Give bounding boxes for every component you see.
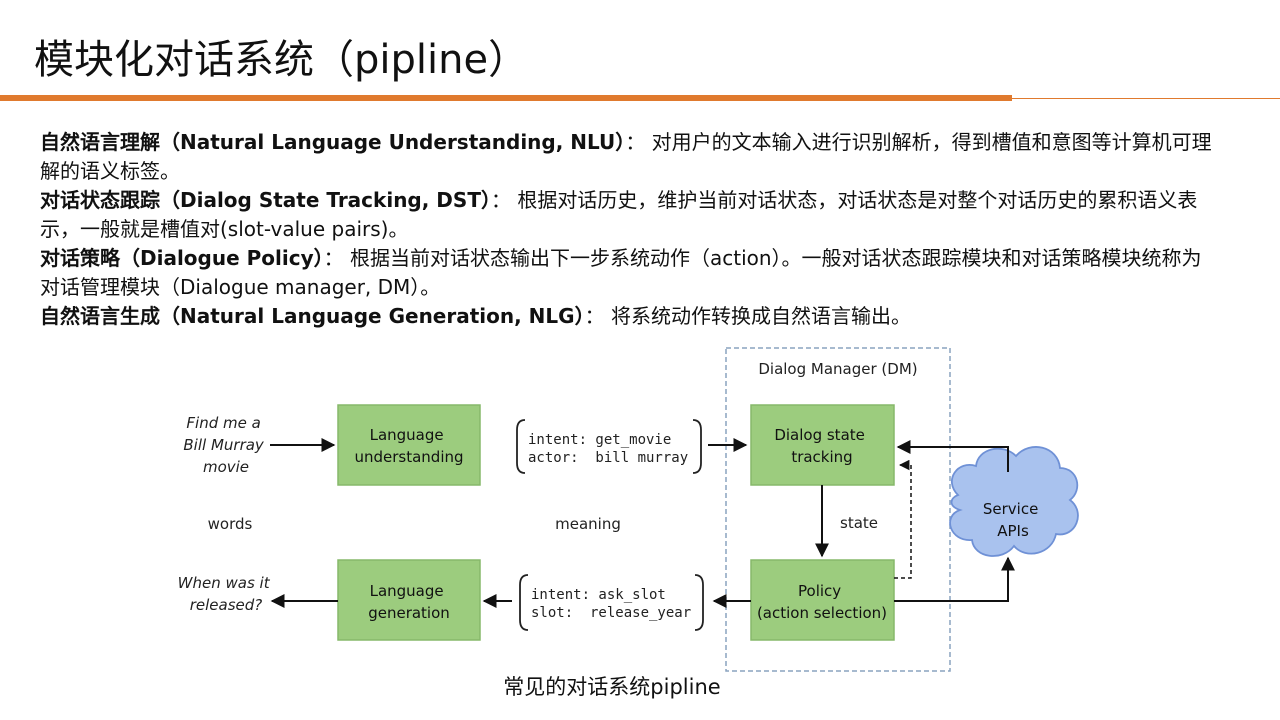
output-line: released? — [190, 596, 263, 614]
policy-box — [750, 559, 895, 641]
frame-out-line: intent: ask_slot — [531, 587, 666, 603]
words-label: words — [208, 515, 253, 533]
lu-label-line: understanding — [354, 448, 463, 466]
frame-in-line: actor: bill murray — [528, 450, 688, 466]
policy-label-line: (action selection) — [757, 604, 887, 622]
term-dst: 对话状态跟踪（Dialog State Tracking, DST） — [40, 188, 491, 212]
input-line: Bill Murray — [183, 436, 265, 454]
term-separator: ： — [490, 188, 518, 212]
arrow-policy-to-apis — [894, 556, 1015, 602]
dst-label-line: Dialog state — [774, 426, 865, 444]
input-line: Find me a — [186, 414, 260, 432]
service-apis-cloud — [949, 446, 1079, 557]
meaning-label: meaning — [555, 515, 621, 533]
slide-title: 模块化对话系统（pipline） — [34, 37, 529, 83]
dialog-state-tracking-box — [750, 404, 895, 486]
definition-nlu: 自然语言理解（Natural Language Understanding, N… — [40, 128, 1220, 186]
desc-nlu: 对用户的文本输入进行识别解析，得到槽值和意图等计算机可理解的语义标签。 — [40, 130, 1212, 183]
frame-out-left-brace — [519, 574, 529, 631]
input-line: movie — [203, 458, 249, 476]
definition-nlg: 自然语言生成（Natural Language Generation, NLG）… — [40, 302, 1220, 331]
title-underline-extension — [1012, 98, 1280, 99]
lu-label-line: Language — [370, 426, 444, 444]
term-separator: ： — [584, 304, 611, 328]
lg-label: Language generation — [368, 582, 450, 622]
lg-label-line: Language — [370, 582, 444, 600]
dm-label: Dialog Manager (DM) — [758, 360, 917, 378]
desc-dst: 根据对话历史，维护当前对话状态，对话状态是对整个对话历史的累积语义表示，一般就是… — [40, 188, 1198, 241]
pipeline-diagram: Dialog Manager (DM) Find me a Bill Murra… — [168, 340, 1088, 685]
dst-label-line: tracking — [791, 448, 852, 466]
output-line: When was it — [178, 574, 271, 592]
language-understanding-box — [337, 404, 481, 486]
cloud-label-line: Service — [983, 500, 1038, 518]
frame-in: intent: get_movie actor: bill murray — [528, 432, 688, 466]
lg-label-line: generation — [368, 604, 450, 622]
dm-region — [725, 347, 951, 672]
frame-in-left-brace — [516, 419, 526, 474]
frame-in-line: intent: get_movie — [528, 432, 671, 448]
frame-in-right-brace — [692, 419, 702, 474]
title-underline — [0, 95, 1012, 101]
term-separator: ： — [625, 130, 652, 154]
figure-caption: 常见的对话系统pipline — [503, 675, 721, 699]
definition-dst: 对话状态跟踪（Dialog State Tracking, DST）： 根据对话… — [40, 186, 1220, 244]
policy-label: Policy (action selection) — [757, 582, 887, 622]
policy-label-line: Policy — [798, 582, 841, 600]
body-text: 自然语言理解（Natural Language Understanding, N… — [40, 128, 1220, 331]
cloud-label: Service APIs — [983, 500, 1043, 540]
lu-label: Language understanding — [354, 426, 463, 466]
term-policy: 对话策略（Dialogue Policy） — [40, 246, 324, 270]
cloud-label-line: APIs — [997, 522, 1029, 540]
feedback-policy-to-dst — [894, 459, 912, 579]
state-label: state — [840, 514, 878, 532]
frame-out-right-brace — [694, 574, 704, 631]
definition-policy: 对话策略（Dialogue Policy）： 根据当前对话状态输出下一步系统动作… — [40, 244, 1220, 302]
term-nlg: 自然语言生成（Natural Language Generation, NLG） — [40, 304, 585, 328]
term-nlu: 自然语言理解（Natural Language Understanding, N… — [40, 130, 626, 154]
frame-out: intent: ask_slot slot: release_year — [531, 587, 691, 621]
language-generation-box — [337, 559, 481, 641]
output-utterance: When was it released? — [178, 574, 275, 614]
input-utterance: Find me a Bill Murray movie — [183, 414, 268, 476]
desc-nlg: 将系统动作转换成自然语言输出。 — [610, 304, 911, 328]
arrow-apis-to-dst — [896, 440, 1009, 472]
frame-out-line: slot: release_year — [531, 605, 691, 621]
desc-policy: 根据当前对话状态输出下一步系统动作（action）。一般对话状态跟踪模块和对话策… — [40, 246, 1202, 299]
term-separator: ： — [323, 246, 350, 270]
dst-label: Dialog state tracking — [774, 426, 869, 466]
